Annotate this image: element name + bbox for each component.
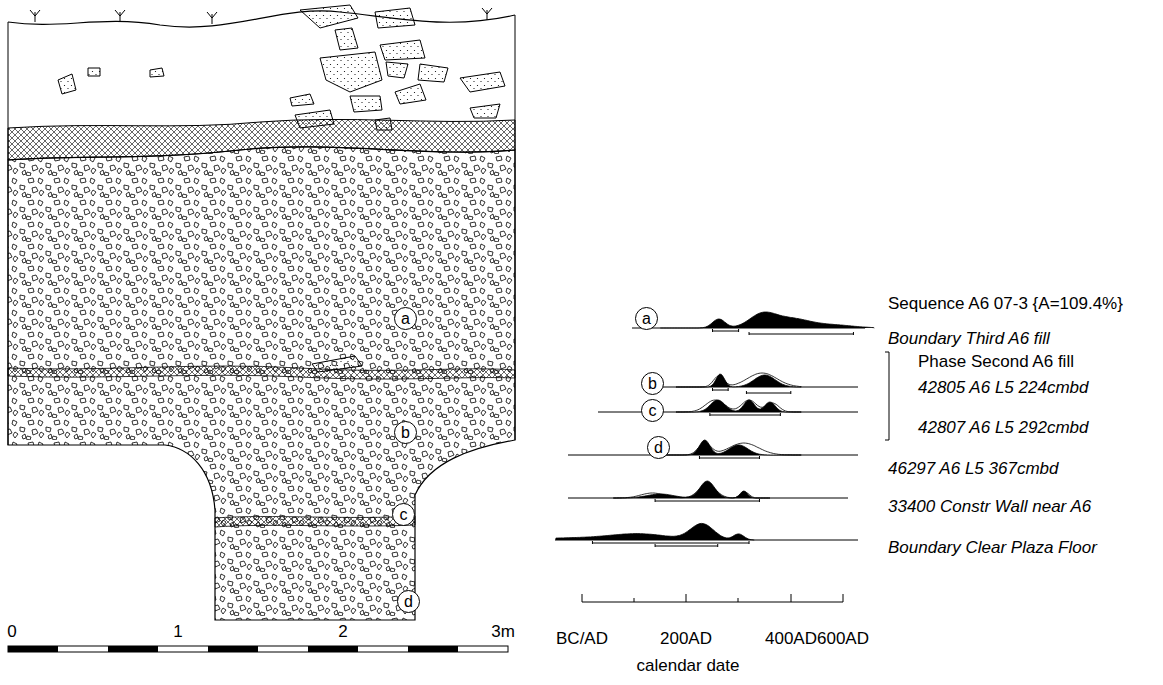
plot-line — [655, 499, 656, 502]
callout-letter: d — [654, 440, 663, 456]
probability-distributions — [555, 312, 874, 547]
time-axis — [582, 352, 889, 602]
plot-line — [759, 499, 760, 502]
boundary-label: Boundary Third A6 fill — [888, 329, 1050, 349]
distribution-curve — [676, 373, 801, 387]
plot-line — [738, 329, 739, 332]
callout-letter: d — [404, 594, 413, 610]
distribution-curve — [676, 374, 801, 387]
scale-label: 2 — [338, 622, 347, 642]
axis-tick-label: 400AD — [765, 629, 817, 649]
callout-letter: b — [648, 376, 657, 392]
plot-line — [749, 541, 750, 544]
sample-label: 46297 A6 L5 367cmbd — [888, 459, 1058, 479]
plot-line — [759, 456, 760, 459]
boundary-label: Boundary Clear Plaza Floor — [888, 538, 1097, 558]
callout-circle: d — [397, 590, 420, 613]
distribution-curve — [676, 400, 801, 412]
distribution-curve — [666, 440, 802, 455]
plot-line — [592, 541, 593, 544]
plot-line — [790, 391, 791, 394]
plot-line — [655, 501, 759, 502]
plot-line — [712, 388, 713, 391]
scale-label: 0 — [7, 622, 16, 642]
plot-line — [853, 332, 854, 335]
plot-line — [712, 329, 713, 332]
sample-label: 42805 A6 L5 224cmbd — [918, 378, 1088, 398]
scale-label: 1 — [173, 622, 182, 642]
plot-line — [592, 543, 749, 544]
plot-line — [655, 546, 718, 547]
callout-letter: a — [642, 311, 651, 327]
plot-line — [709, 413, 710, 416]
plot-line — [749, 332, 750, 335]
callout-letter: c — [649, 403, 657, 419]
sequence-label: Sequence A6 07-3 {A=109.4%} — [888, 294, 1123, 314]
sample-label: 33400 Constr Wall near A6 — [888, 497, 1091, 517]
callout-letter: b — [401, 425, 410, 441]
callout-circle: c — [392, 503, 415, 526]
callout-circle: d — [647, 436, 670, 459]
plot-line — [699, 456, 700, 459]
plot-line — [699, 458, 759, 459]
distribution-curve — [660, 312, 874, 328]
plot-line — [713, 390, 729, 391]
callout-circle: a — [394, 307, 417, 330]
plot-line — [746, 391, 747, 394]
callout-circle: a — [635, 307, 658, 330]
callout-circle: b — [394, 421, 417, 444]
distribution-curve — [613, 481, 770, 498]
sample-label: 42807 A6 L5 292cmbd — [918, 418, 1088, 438]
plot-line — [713, 331, 739, 332]
plot-line — [655, 544, 656, 547]
axis-tick-label: 200AD — [660, 629, 712, 649]
distribution-curve — [676, 400, 801, 412]
scale-label: 3m — [491, 622, 515, 642]
plot-line — [710, 415, 780, 416]
callout-letter: a — [401, 311, 410, 327]
plot-line — [728, 388, 729, 391]
distribution-curve — [556, 523, 754, 540]
callout-circle: b — [641, 372, 664, 395]
plot-line — [780, 413, 781, 416]
axis-title: calendar date — [636, 656, 739, 676]
plot-line — [717, 544, 718, 547]
axis-tick-label: 600AD — [817, 629, 869, 649]
plot-line — [746, 393, 790, 394]
axis-tick-label: BC/AD — [556, 629, 608, 649]
plot-line — [749, 334, 853, 335]
callout-circle: c — [641, 399, 664, 422]
phase-label: Phase Second A6 fill — [918, 352, 1074, 372]
callout-letter: c — [400, 507, 408, 523]
